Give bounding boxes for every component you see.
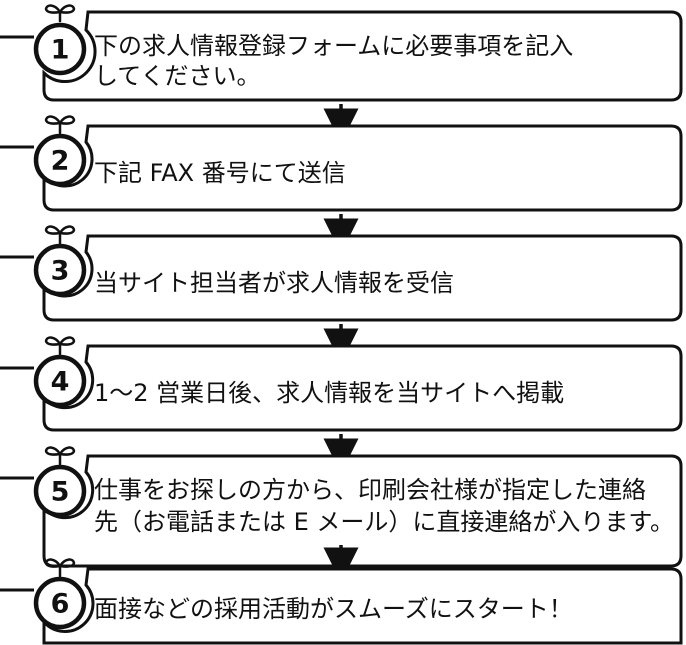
step-5-text-line-2: 先（お電話または E メール）に直接連絡が入ります。 [94, 508, 674, 536]
step-1: 1 下の求人情報登録フォームに必要事項を記入 してください。 [0, 4, 683, 102]
step-1-box [42, 10, 683, 102]
step-2-box [42, 124, 683, 212]
step-4-number-circle [33, 354, 87, 408]
step-6-text-line-1: 面接などの採用活動がスムーズにスタート！ [94, 595, 573, 623]
step-3-number: 3 [51, 256, 70, 287]
step-1-sprout-icon [44, 4, 76, 23]
step-3-box [42, 234, 683, 322]
step-4-sprout-icon [44, 336, 76, 356]
step-6-number-circle [33, 576, 87, 630]
step-5-text-line-1: 仕事をお探しの方から、印刷会社様が指定した連絡 [94, 476, 646, 504]
step-4-box [42, 344, 683, 432]
step-1-number-circle [33, 22, 87, 76]
step-4: 4 1～2 営業日後、求人情報を当サイトへ掲載 [0, 336, 683, 432]
step-5-sprout-icon [44, 446, 76, 466]
step-2-number: 2 [51, 146, 70, 177]
step-2-sprout-icon [44, 115, 76, 135]
step-5-number: 5 [51, 477, 70, 508]
step-3-sprout-icon [44, 225, 76, 245]
step-5: 5 仕事をお探しの方から、印刷会社様が指定した連絡 先（お電話または E メール… [0, 446, 683, 568]
step-6: 6 面接などの採用活動がスムーズにスタート！ [0, 558, 683, 645]
step-6-box [42, 567, 683, 645]
step-4-text-line-1: 1～2 営業日後、求人情報を当サイトへ掲載 [94, 379, 564, 407]
step-2-text-line-1: 下記 FAX 番号にて送信 [94, 159, 346, 187]
step-1-text-line-2: してください。 [94, 62, 261, 90]
step-3-text-line-1: 当サイト担当者が求人情報を受信 [94, 269, 454, 297]
step-5-number-circle [33, 464, 87, 518]
step-6-number: 6 [51, 589, 70, 620]
step-3-number-circle [33, 243, 87, 297]
step-1-text-line-1: 下の求人情報登録フォームに必要事項を記入 [94, 32, 573, 60]
step-4-number: 4 [51, 367, 70, 398]
step-6-sprout-icon [44, 558, 76, 578]
step-2-number-circle [33, 133, 87, 187]
step-1-number: 1 [51, 35, 70, 66]
step-3: 3 当サイト担当者が求人情報を受信 [0, 225, 683, 322]
step-2: 2 下記 FAX 番号にて送信 [0, 115, 683, 212]
